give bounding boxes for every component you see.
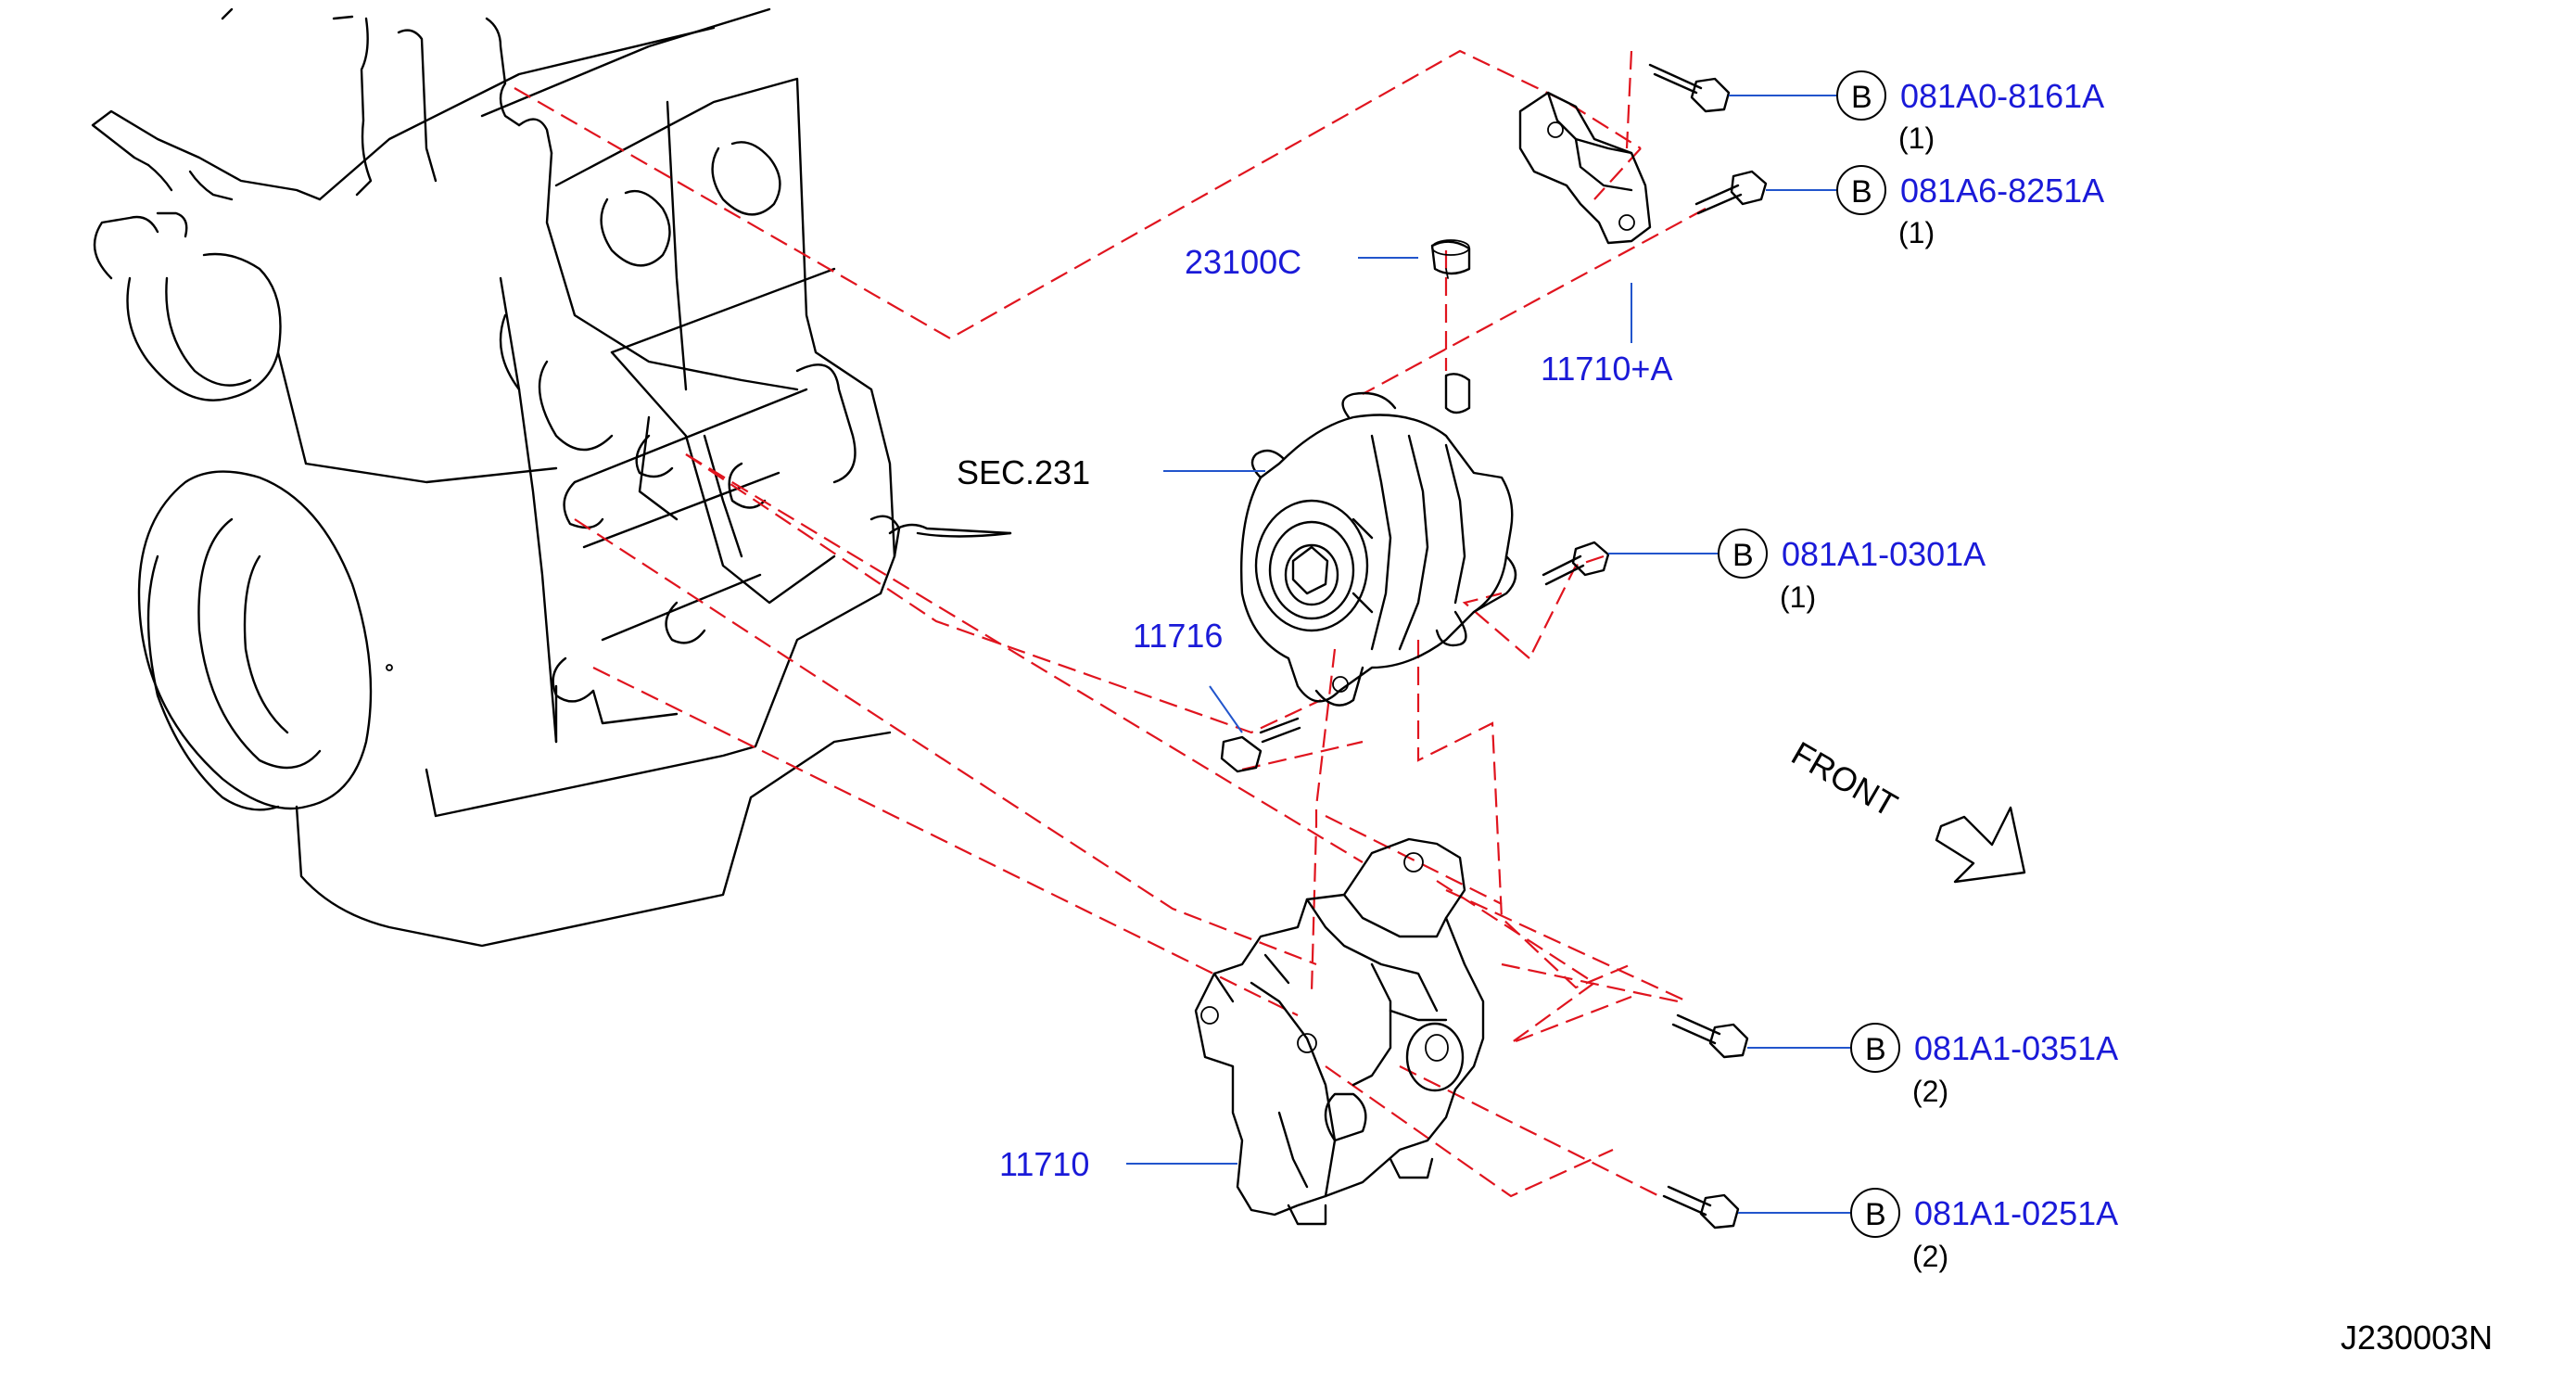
lower-bracket-illustration xyxy=(1194,837,1485,1226)
upper-bracket-illustration xyxy=(1518,91,1652,245)
bolt-081A0-8161A-illustration xyxy=(1648,63,1731,113)
callout-part-number: 081A0-8161A xyxy=(1900,77,2104,115)
callout-081A6-8251A: B 081A6-8251A (1) xyxy=(1836,165,2104,249)
leader-lines xyxy=(1126,95,1851,1214)
bolt-081A1-0251A-illustration xyxy=(1662,1185,1740,1229)
callout-quantity: (2) xyxy=(1912,1075,1948,1108)
callout-quantity: (1) xyxy=(1898,121,1935,155)
callout-081A0-8161A: B 081A0-8161A (1) xyxy=(1836,70,2104,155)
label-11710: 11710 xyxy=(999,1145,1089,1183)
nut-illustration xyxy=(1430,239,1471,279)
callout-b-mark: B xyxy=(1851,80,1872,115)
label-front: FRONT xyxy=(1785,733,1904,824)
callout-part-number: 081A1-0251A xyxy=(1914,1194,2118,1232)
bolt-081A1-0301A-illustration xyxy=(1542,541,1610,586)
engine-block-illustration xyxy=(91,7,1012,948)
callout-part-number: 081A1-0301A xyxy=(1782,535,1986,573)
label-11716: 11716 xyxy=(1133,617,1223,655)
callout-b-mark: B xyxy=(1865,1032,1886,1067)
callout-b-mark: B xyxy=(1732,538,1754,573)
callout-part-number: 081A6-8251A xyxy=(1900,172,2104,210)
callout-b-mark: B xyxy=(1865,1197,1886,1232)
alternator-illustration xyxy=(1239,373,1517,707)
diagram-id: J230003N xyxy=(2341,1319,2493,1357)
callout-b-mark: B xyxy=(1851,174,1872,210)
label-11710-plus-A: 11710+A xyxy=(1541,350,1672,388)
callout-081A1-0301A: B 081A1-0301A (1) xyxy=(1718,529,1986,614)
callout-quantity: (1) xyxy=(1780,580,1816,614)
bolt-081A1-0351A-illustration xyxy=(1671,1013,1749,1059)
callout-quantity: (2) xyxy=(1912,1240,1948,1273)
label-sec-231: SEC.231 xyxy=(957,453,1090,491)
callout-part-number: 081A1-0351A xyxy=(1914,1029,2118,1067)
callout-081A1-0351A: B 081A1-0351A (2) xyxy=(1850,1023,2118,1108)
front-arrow-icon xyxy=(1935,806,2026,884)
bolt-081A6-8251A-illustration xyxy=(1694,170,1768,215)
callout-081A1-0251A: B 081A1-0251A (2) xyxy=(1850,1188,2118,1273)
bolt-11716-illustration xyxy=(1220,717,1301,773)
label-23100C: 23100C xyxy=(1185,243,1301,281)
callout-quantity: (1) xyxy=(1898,216,1935,249)
assembly-dashed-lines xyxy=(514,49,1707,1198)
